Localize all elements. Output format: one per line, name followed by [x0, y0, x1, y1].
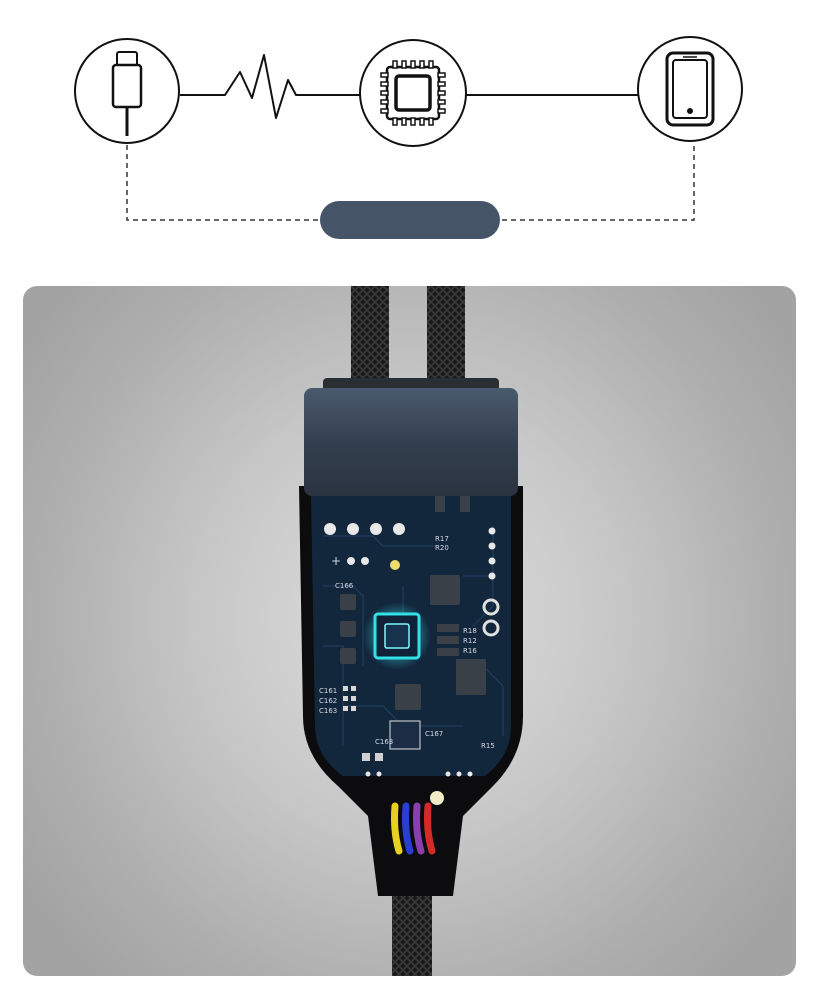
- chip-pin: [380, 72, 389, 78]
- chip-pin: [380, 81, 389, 87]
- zigzag-signal-line: [210, 54, 360, 119]
- label-r18: R18: [463, 627, 477, 635]
- cable-photo-panel: C166 R17 R20 C161 C162 C163 C163 C167 R1…: [23, 286, 796, 976]
- usb-c-plug-icon: [111, 51, 143, 136]
- small-pad-grid: [343, 686, 356, 711]
- wire-3: [413, 802, 425, 855]
- solder-blob: [430, 791, 444, 805]
- label-c161: C161: [319, 687, 337, 695]
- label-plus: +: [331, 554, 341, 568]
- pcb-traces: [323, 526, 504, 746]
- colored-wires: [391, 802, 436, 855]
- chip-node: [359, 39, 467, 147]
- chip-pin: [401, 117, 407, 126]
- signal-flow-diagram: [74, 36, 743, 239]
- pcb-pads: [324, 523, 496, 777]
- bottom-pill: [320, 201, 500, 239]
- label-c163b: C163: [375, 738, 393, 746]
- cable-illustration: C166 R17 R20 C161 C162 C163 C163 C167 R1…: [299, 286, 523, 976]
- wire-4: [424, 802, 436, 855]
- chip-pin: [419, 60, 425, 69]
- chip-pin: [419, 117, 425, 126]
- chip-pin: [380, 108, 389, 114]
- label-c167: C167: [425, 730, 443, 738]
- label-r15: R15: [481, 742, 495, 750]
- chip-pin: [428, 117, 434, 126]
- label-c163a: C163: [319, 707, 337, 715]
- chip-pin: [437, 99, 446, 105]
- microchip-icon: [380, 60, 446, 126]
- yellow-pad: [390, 560, 400, 570]
- chip-pin: [410, 60, 416, 69]
- wire-1: [391, 802, 403, 855]
- wire-2: [402, 802, 414, 855]
- chip-pin: [437, 90, 446, 96]
- smartphone-icon: [665, 51, 715, 127]
- chip-pin: [428, 60, 434, 69]
- usb-c-node: [74, 38, 180, 144]
- upper-cable-right: [427, 286, 465, 386]
- label-c162: C162: [319, 697, 337, 705]
- chip-pin: [410, 117, 416, 126]
- metal-cap: [304, 388, 518, 496]
- chip-pin: [380, 99, 389, 105]
- ring-pad-top: [482, 598, 500, 616]
- chip-pin: [401, 60, 407, 69]
- chip-pin: [392, 117, 398, 126]
- pcb-components: [340, 496, 486, 761]
- label-r17: R17: [435, 535, 449, 543]
- chip-pin: [437, 81, 446, 87]
- main-chip-core: [384, 623, 410, 649]
- chip-pin: [380, 90, 389, 96]
- chip-pin: [392, 60, 398, 69]
- upper-cable-left: [351, 286, 389, 386]
- label-c166: C166: [335, 582, 354, 590]
- chip-pin: [437, 72, 446, 78]
- ring-pad-bottom: [482, 619, 500, 637]
- chip-pin: [437, 108, 446, 114]
- label-r12: R12: [463, 637, 477, 645]
- label-r16: R16: [463, 647, 477, 655]
- label-r20: R20: [435, 544, 449, 552]
- dashed-bottom-link: [126, 145, 695, 221]
- phone-node: [637, 36, 743, 142]
